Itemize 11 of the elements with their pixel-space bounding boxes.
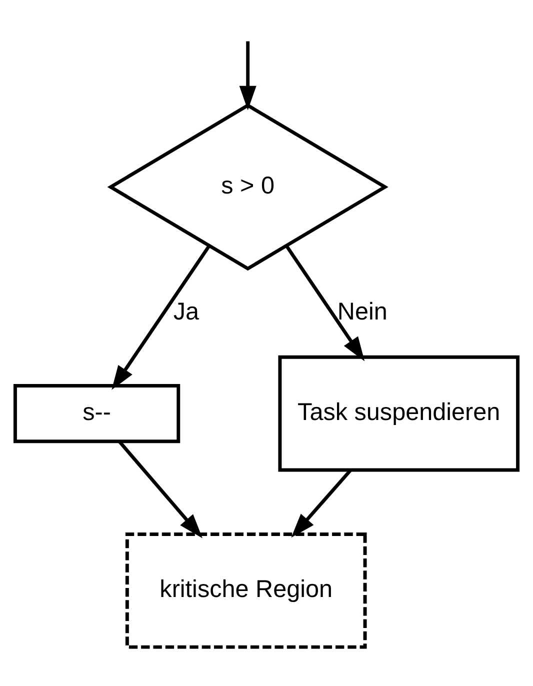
arrow [291,468,352,538]
arrow [285,244,365,361]
node-box: s-- [13,384,180,443]
arrow [112,244,210,390]
node-diamond: s > 0 [107,102,388,270]
edge-label: Nein [337,298,388,325]
arrow [118,440,202,538]
node-box: Task suspendieren [278,354,520,472]
node-box: kritische Region [125,532,367,648]
arrow [239,40,256,110]
edge-label: Ja [173,298,200,325]
